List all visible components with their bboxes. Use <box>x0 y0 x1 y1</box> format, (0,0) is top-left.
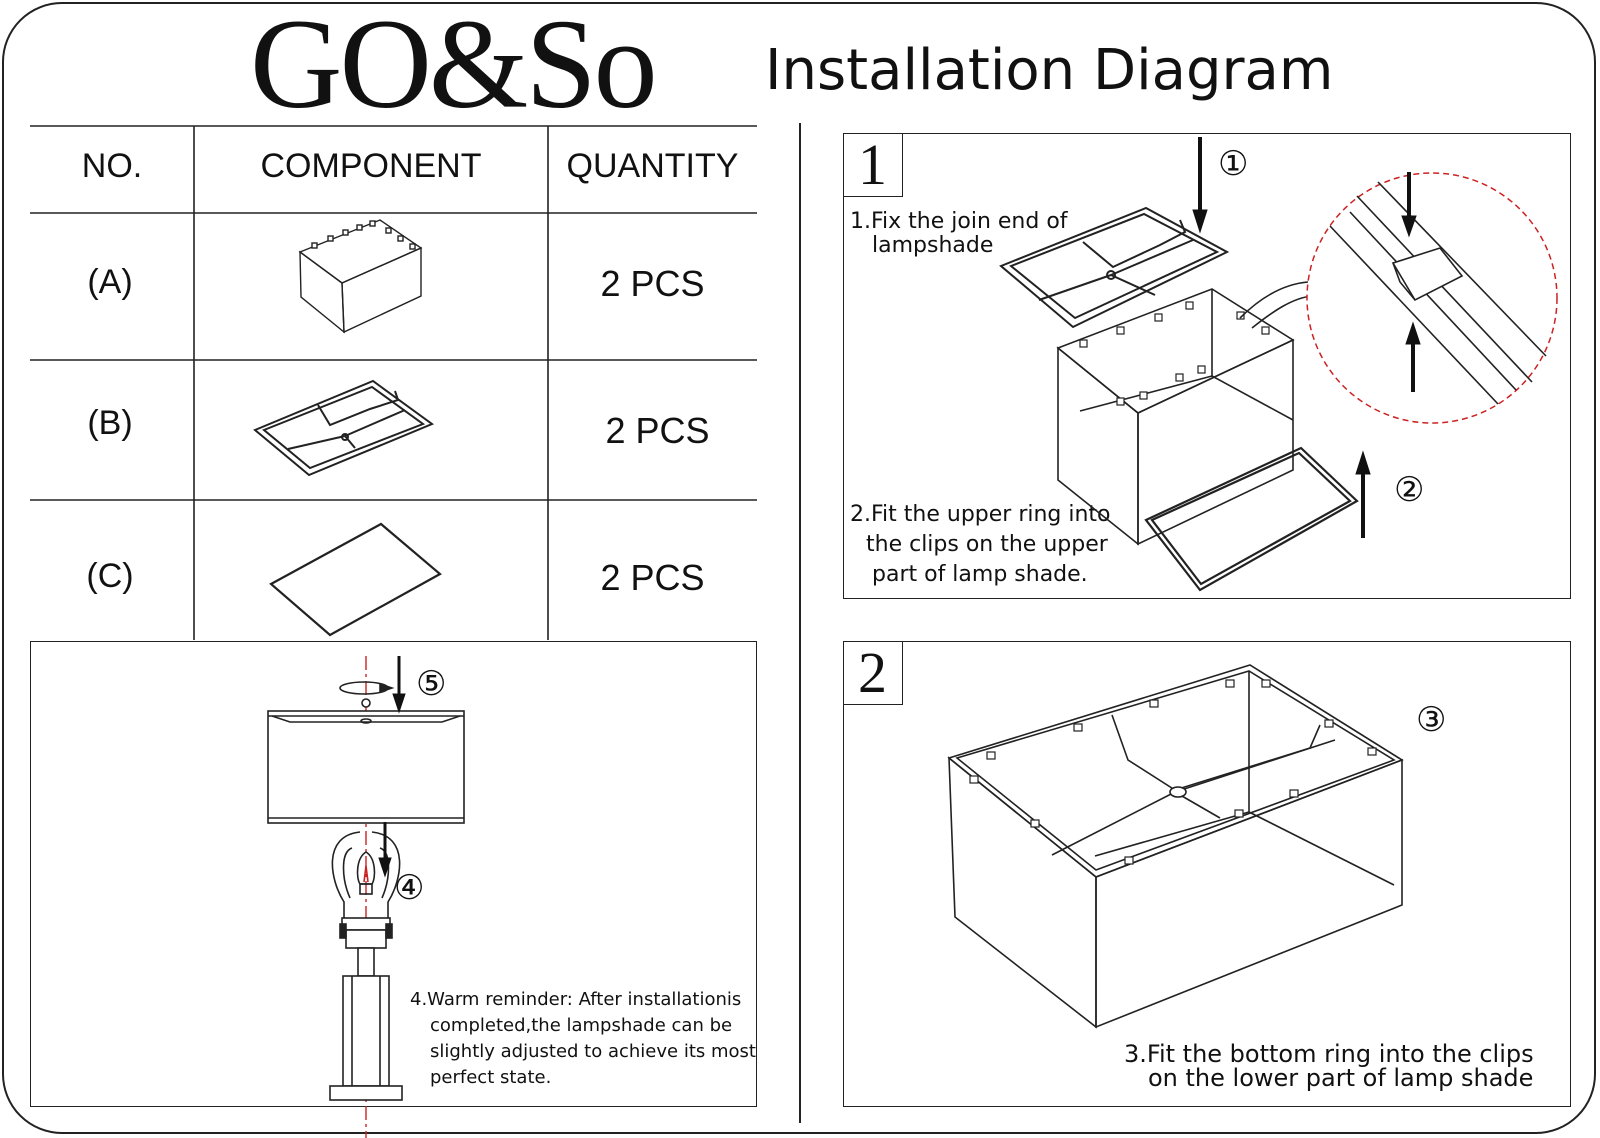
step1-note-bottom: 2.Fit the upper ring into the clips on t… <box>850 500 1111 590</box>
step1-note-bottom-line1: 2.Fit the upper ring into <box>850 502 1111 527</box>
clip-detail-circle <box>1306 172 1558 424</box>
row-b-label: (B) <box>87 404 133 442</box>
arrow-down-1 <box>1192 137 1208 234</box>
page-title: Installation Diagram <box>765 38 1334 103</box>
step1-note-top-line1: 1.Fix the join end of <box>850 209 1068 234</box>
arrow-down-4 <box>378 822 392 878</box>
lamp-note-line1: 4.Warm reminder: After installationis <box>410 989 742 1010</box>
step1-note-top-line2: lampshade <box>872 233 994 258</box>
table-header-no: NO. <box>81 147 143 185</box>
step1-number: 1 <box>843 133 903 197</box>
lamp-body <box>342 975 390 1087</box>
step2-note-line1: 3.Fit the bottom ring into the clips <box>1124 1040 1534 1068</box>
lamp-note-line4: perfect state. <box>430 1067 552 1088</box>
row-c-quantity: 2 PCS <box>600 557 705 598</box>
marker-2: ② <box>1394 470 1425 510</box>
row-a-quantity: 2 PCS <box>600 263 705 304</box>
row-a-label: (A) <box>87 263 133 301</box>
assembled-shade <box>947 664 1404 1029</box>
lamp-panel-note: 4.Warm reminder: After installationis co… <box>410 987 756 1091</box>
step1-note-top: 1.Fix the join end of lampshade <box>850 210 1068 258</box>
step1-note-bottom-line3: part of lamp shade. <box>872 562 1088 587</box>
bottom-ring-part <box>1144 446 1359 592</box>
lamp-note-line2: completed,the lampshade can be <box>430 1015 733 1036</box>
table-header-quantity: QUANTITY <box>566 147 739 185</box>
brand-logo: GO&So <box>250 0 658 135</box>
arrow-down-5 <box>392 656 406 714</box>
upper-ring-frame-icon <box>253 379 435 477</box>
row-b-quantity: 2 PCS <box>605 410 710 451</box>
lamp-shade <box>267 710 465 824</box>
center-divider <box>799 123 801 1123</box>
marker-1: ① <box>1218 144 1249 184</box>
lampshade-box-part <box>1056 281 1313 546</box>
row-c-label: (C) <box>86 557 134 595</box>
lampshade-box-icon <box>298 219 423 334</box>
step1-note-bottom-line2: the clips on the upper <box>866 532 1108 557</box>
lamp-panel <box>30 641 757 1107</box>
marker-3: ③ <box>1416 700 1447 740</box>
step1-panel <box>843 133 1571 599</box>
step2-note-line2: on the lower part of lamp shade <box>1148 1064 1534 1092</box>
step2-note: 3.Fit the bottom ring into the clips on … <box>1124 1042 1534 1090</box>
bulb-icon <box>356 851 376 895</box>
lamp-base <box>329 1085 403 1101</box>
upper-ring-part <box>999 206 1230 329</box>
step2-panel <box>843 641 1571 1107</box>
lamp-note-line3: slightly adjusted to achieve its most <box>430 1041 756 1062</box>
step2-number: 2 <box>843 641 903 705</box>
marker-5: ⑤ <box>416 664 447 704</box>
bottom-ring-icon <box>269 522 442 637</box>
table-header-component: COMPONENT <box>260 147 482 185</box>
arrow-up-2 <box>1355 450 1371 538</box>
